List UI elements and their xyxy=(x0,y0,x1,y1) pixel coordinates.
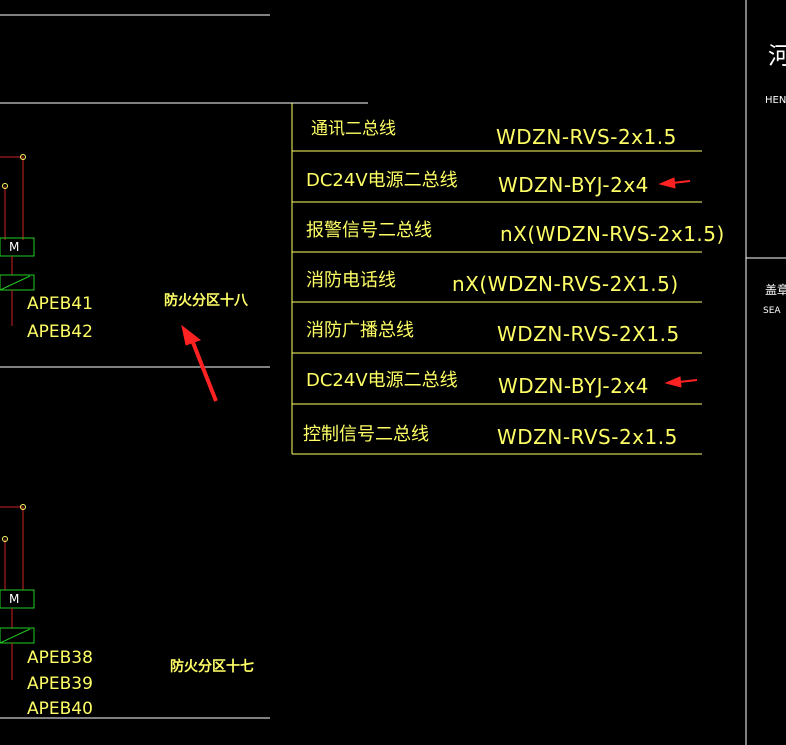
relay-box xyxy=(0,627,35,644)
arrow-icon xyxy=(658,177,691,189)
cable-name: 消防电话线 xyxy=(306,270,396,291)
cable-name: 报警信号二总线 xyxy=(306,220,432,241)
cable-spec: WDZN-BYJ-2x4 xyxy=(498,374,649,398)
cable-spec: WDZN-RVS-2X1.5 xyxy=(497,322,680,346)
cable-spec: WDZN-RVS-2x1.5 xyxy=(496,125,677,149)
cable-spec: nX(WDZN-RVS-2X1.5) xyxy=(452,272,679,296)
cable-name: DC24V电源二总线 xyxy=(306,370,458,391)
side-panel-sub: HEN xyxy=(765,95,786,106)
relay-box xyxy=(0,274,35,291)
upper-circuit xyxy=(0,154,35,326)
zone-label-lower: 防火分区十七 xyxy=(170,659,254,675)
motor-label: M xyxy=(9,592,20,606)
motor-label: M xyxy=(9,240,20,254)
cable-table-lines xyxy=(291,103,702,455)
motor-box xyxy=(0,589,35,609)
cable-spec: nX(WDZN-RVS-2x1.5) xyxy=(500,222,725,246)
side-panel-char: 河 xyxy=(768,42,786,70)
cable-name: DC24V电源二总线 xyxy=(306,170,458,191)
lower-circuit xyxy=(0,504,35,680)
unit-code: APEB39 xyxy=(27,674,93,694)
cable-name: 通讯二总线 xyxy=(311,119,396,139)
motor-box xyxy=(0,237,35,257)
seal-sub: SEA xyxy=(763,306,781,316)
annotation-arrows xyxy=(181,177,698,402)
zone-label-upper: 防火分区十八 xyxy=(164,293,248,309)
unit-code: APEB40 xyxy=(27,699,93,719)
unit-code: APEB42 xyxy=(27,322,93,342)
arrow-icon xyxy=(664,376,698,388)
cable-spec: WDZN-BYJ-2x4 xyxy=(498,173,649,197)
seal-label: 盖章 xyxy=(765,283,786,297)
unit-code: APEB38 xyxy=(27,648,93,668)
cable-name: 控制信号二总线 xyxy=(303,424,429,445)
side-panel-lines xyxy=(745,0,786,745)
arrow-icon xyxy=(181,324,218,402)
cable-name: 消防广播总线 xyxy=(306,320,414,341)
unit-code: APEB41 xyxy=(27,294,93,314)
cable-spec: WDZN-RVS-2x1.5 xyxy=(497,425,678,449)
